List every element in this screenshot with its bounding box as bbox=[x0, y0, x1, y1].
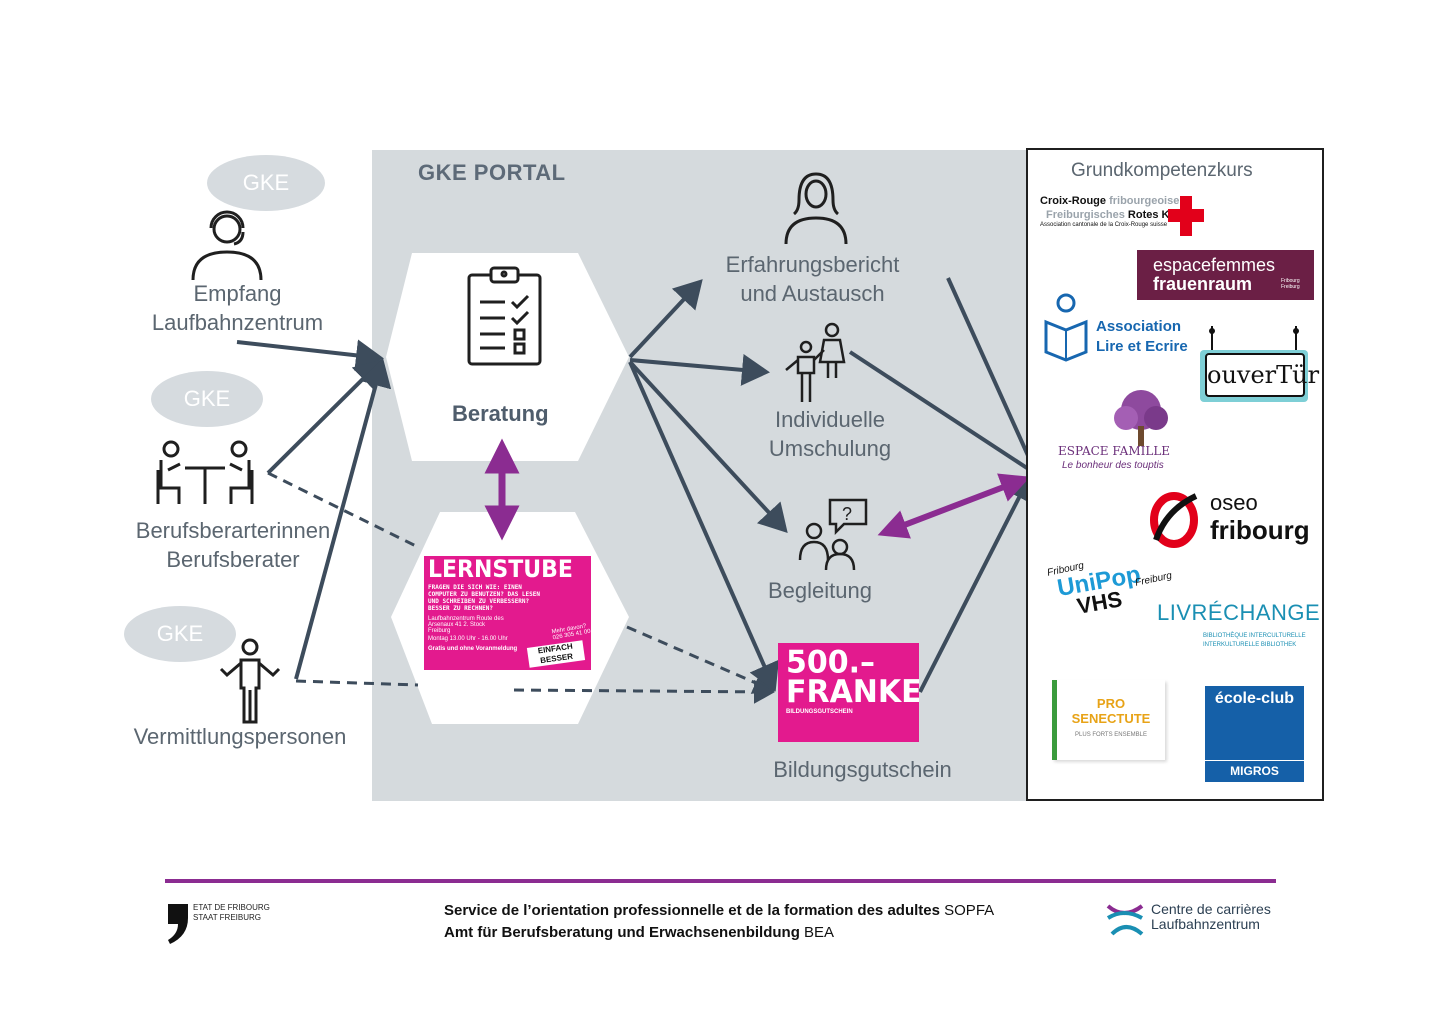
oseo-ring-icon bbox=[1150, 492, 1198, 548]
fribourg-comma-icon bbox=[168, 904, 188, 944]
ecole-club-logo: école-club MIGROS bbox=[1205, 686, 1304, 782]
counselling-table-icon bbox=[156, 440, 254, 504]
gke-bubble-reception: GKE bbox=[207, 155, 325, 211]
support-label: Begleitung bbox=[768, 578, 872, 603]
clipboard-icon bbox=[467, 266, 542, 366]
red-cross-icon bbox=[1168, 196, 1204, 236]
svg-text:?: ? bbox=[842, 504, 852, 524]
espacefemmes-logo: espacefemmes frauenraum Fribourg Freibur… bbox=[1137, 250, 1314, 300]
espace-famille-logo: ESPACE FAMILLE Le bonheur des touptis bbox=[1058, 388, 1178, 478]
beratung-label: Beratung bbox=[452, 401, 549, 426]
arrow-to-voucher bbox=[628, 361, 779, 692]
adult-child-icon bbox=[785, 322, 846, 402]
line-report-partners bbox=[946, 277, 1032, 461]
reader-icon bbox=[1044, 293, 1088, 362]
question-people-icon: ? bbox=[798, 498, 868, 571]
pro-senectute-logo: PRO SENECTUTE PLUS FORTS ENSEMBLE bbox=[1052, 680, 1165, 760]
centre-logo-icon bbox=[1106, 904, 1144, 936]
woman-icon bbox=[784, 172, 848, 245]
oseo-logo: oseo fribourg bbox=[1148, 490, 1310, 550]
tree-icon bbox=[1114, 390, 1168, 446]
intermediary-label: Vermittlungspersonen bbox=[133, 724, 347, 749]
headset-person-icon bbox=[191, 210, 263, 281]
footer-organisation: Service de l’orientation professionnelle… bbox=[444, 902, 995, 941]
shrugging-person-icon bbox=[219, 638, 281, 724]
arrow-to-support bbox=[628, 360, 788, 533]
portal-title: GKE PORTAL bbox=[418, 160, 566, 185]
dashed-lernstube-voucher bbox=[626, 625, 775, 694]
livrechange-logo: LIVRÉCHANGE BIBLIOTHÈQUE INTERCULTURELLE… bbox=[1157, 600, 1321, 648]
arrow-voucher-partners bbox=[918, 472, 1034, 693]
gke-bubble-counsellor: GKE bbox=[151, 371, 263, 427]
line-retraining-partners bbox=[848, 350, 1032, 472]
gke-bubble-intermediary: GKE bbox=[124, 606, 236, 662]
ouvertuer-logo: ouverTür bbox=[1200, 326, 1319, 406]
voucher-card: 500.– FRANKEN BILDUNGSGUTSCHEIN bbox=[778, 643, 919, 742]
croix-rouge-logo: Croix-Rouge fribourgeoise Freiburgisches… bbox=[1040, 194, 1210, 236]
arrow-intermediary-beratung bbox=[294, 358, 392, 680]
arrow-reception-beratung bbox=[236, 339, 384, 372]
partner-panel-title: Grundkompetenzkurs bbox=[1071, 160, 1253, 181]
arrow-to-report bbox=[628, 279, 703, 359]
hanging-sign-icon bbox=[1209, 326, 1299, 352]
dashed-lernstube-voucher-2 bbox=[513, 679, 775, 704]
dashed-counsellor-lernstube bbox=[267, 471, 421, 550]
dashed-intermediary-lernstube bbox=[295, 679, 419, 687]
voucher-label: Bildungsgutschein bbox=[773, 757, 952, 782]
arrow-counsellor-beratung bbox=[266, 359, 383, 475]
arrow-to-retraining bbox=[629, 353, 770, 386]
footer-divider bbox=[165, 879, 1276, 883]
double-arrow-support-partners bbox=[877, 473, 1031, 539]
hexagon-beratung bbox=[386, 253, 629, 461]
lernstube-flyer: LERNSTUBE FRAGEN DIE SICH WIE: EINEN COM… bbox=[424, 556, 591, 670]
